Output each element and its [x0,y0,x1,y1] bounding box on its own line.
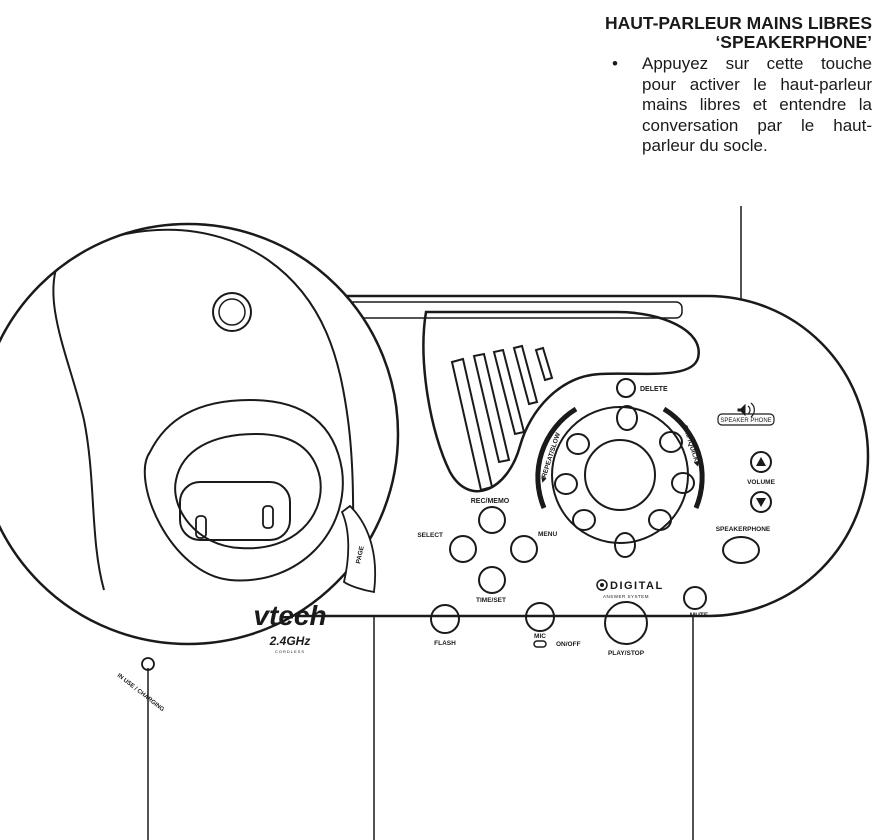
speaker-slots [450,344,554,492]
label-mute: MUTE [690,612,709,619]
charge-contact-right [262,505,274,529]
label-rec-memo: REC/MEMO [471,498,510,505]
dial-keys[interactable] [554,405,695,558]
band-badge-sub: CORDLESS [275,649,305,654]
label-volume: VOLUME [747,479,775,486]
page-button[interactable] [340,504,377,594]
flash-button[interactable] [430,604,460,634]
dial-ring [535,405,705,558]
handset-latch [212,292,252,332]
volume-down-button[interactable] [750,491,772,513]
cradle-well-outer [143,398,344,582]
skip-quick-arc [662,406,705,509]
callout-body: • Appuyez sur cette touche pour activer … [604,54,874,157]
volume-down-icon [756,498,766,507]
volume-up-icon [756,457,766,466]
label-menu: MENU [538,531,557,538]
speaker-phone-icon-frame [717,413,775,426]
bullet: • [612,54,618,73]
band-badge: 2.4GHz [269,634,311,648]
delete-button[interactable] [616,378,636,398]
charge-contact-left [195,515,207,539]
on-off-button[interactable] [525,602,555,632]
label-answer-system: ANSWER SYSTEM [603,594,649,599]
play-stop-button[interactable] [604,601,648,645]
label-speakerphone: SPEAKERPHONE [716,526,771,533]
speakerphone-button[interactable] [722,536,760,564]
digital-logo-icon [596,579,608,591]
callout-title: HAUT-PARLEUR MAINS LIBRES ‘SPEAKERPHONE’ [604,13,872,52]
volume-up-button[interactable] [750,451,772,473]
label-speaker-phone-icon: SPEAKER PHONE [720,418,771,424]
brand-logo: vtech [253,600,326,631]
speakerphone-callout: HAUT-PARLEUR MAINS LIBRES ‘SPEAKERPHONE’… [604,14,874,157]
label-flash: FLASH [434,640,456,647]
mute-button[interactable] [683,586,707,610]
console-body [294,294,870,618]
menu-button[interactable] [510,535,538,563]
in-use-charging-led [141,657,155,671]
rec-memo-button[interactable] [478,506,506,534]
label-delete: DELETE [640,386,668,393]
repeat-slow-arc [535,406,578,509]
speaker-icon [737,403,746,417]
label-digital: DIGITAL [610,580,664,592]
mic-icon [533,640,547,648]
label-mic: MIC [534,633,546,640]
label-in-use-charging: IN USE / CHARGING [116,673,165,713]
label-on-off-visible: ON/OFF [556,641,581,648]
charge-contact-tray [179,481,291,541]
label-page: PAGE [355,545,366,565]
label-select: SELECT [417,532,443,539]
callout-text: Appuyez sur cette touche pour activer le… [642,54,872,155]
speaker-grille-housing [422,310,700,493]
select-button[interactable] [449,535,477,563]
time-set-button[interactable] [478,566,506,594]
label-play-stop: PLAY/STOP [608,650,645,657]
label-time-set: TIME/SET [476,597,506,604]
